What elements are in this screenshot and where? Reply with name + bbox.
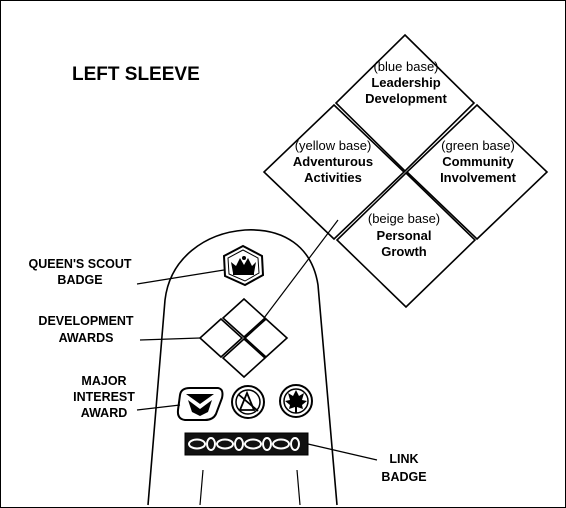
queens-scout-label-line2: BADGE <box>57 273 102 287</box>
diamond-community <box>405 103 549 241</box>
diamond-top-base: (blue base) <box>373 59 438 74</box>
major-interest-badge-icon <box>176 387 224 421</box>
development-label-line2: AWARDS <box>59 331 114 345</box>
diamond-bottom-base: (beige base) <box>368 211 440 226</box>
diagram-title: LEFT SLEEVE <box>72 64 200 85</box>
diamond-left-line2: Activities <box>304 170 362 185</box>
major-interest-leader <box>136 404 181 411</box>
diamond-leadership <box>334 33 476 173</box>
link-label-line2: BADGE <box>381 470 426 484</box>
diamond-left-base: (yellow base) <box>295 138 372 153</box>
chain-link-icon <box>184 432 309 456</box>
development-label-line1: DEVELOPMENT <box>38 314 134 328</box>
diamond-right-base: (green base) <box>441 138 515 153</box>
diamond-top-line2: Development <box>365 91 447 106</box>
outdoor-badge-icon <box>231 385 265 419</box>
major-interest-label-line3: AWARD <box>81 406 128 420</box>
diamond-right-line2: Involvement <box>440 170 517 185</box>
diamond-right-line1: Community <box>442 154 514 169</box>
development-award-diamonds <box>262 33 549 309</box>
diamond-bottom-line1: Personal <box>377 228 432 243</box>
development-leader-line <box>263 219 339 319</box>
sleeve-cuff-right <box>296 469 301 506</box>
sleeve-cuff-left <box>199 469 204 506</box>
development-leader <box>139 337 201 341</box>
link-badge-leader <box>307 443 378 461</box>
diamond-left-line1: Adventurous <box>293 154 373 169</box>
diamond-adventurous <box>262 103 406 241</box>
diamond-personal <box>335 171 477 309</box>
queens-scout-leader <box>136 269 225 285</box>
maple-leaf-badge-icon <box>279 384 313 418</box>
link-label-line1: LINK <box>389 452 418 466</box>
major-interest-label-line2: INTEREST <box>73 390 135 404</box>
crown-badge-icon <box>222 244 265 287</box>
queens-scout-label-line1: QUEEN'S SCOUT <box>29 257 132 271</box>
diamond-bottom-line2: Growth <box>381 244 427 259</box>
diamond-top-line1: Leadership <box>371 75 440 90</box>
major-interest-label-line1: MAJOR <box>81 374 126 388</box>
development-diamonds-icon <box>198 297 289 379</box>
